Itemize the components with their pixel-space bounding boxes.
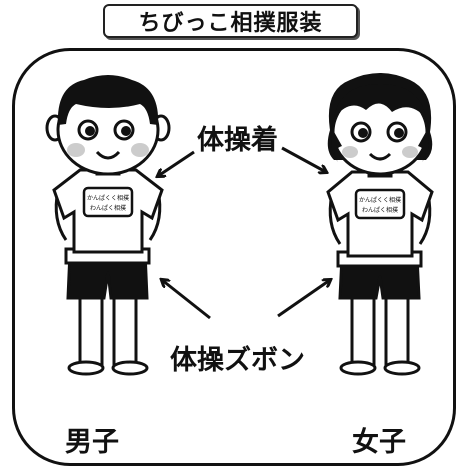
boy-right-leg (112, 288, 138, 370)
page-title: ちびっこ相撲服装 (138, 11, 323, 36)
girl-right-foot (383, 360, 421, 376)
boy-left-leg (78, 288, 104, 370)
girl-left-foot (339, 360, 377, 376)
label-girl: 女子 (352, 427, 406, 458)
girl-mouth (368, 152, 392, 161)
boy-hair (57, 75, 159, 125)
boy-figure: かんぱくく相撲 わんぱく相撲 (45, 75, 171, 376)
girl-left-leg (350, 288, 376, 370)
boy-nametag-line1: かんぱくく相撲 (87, 194, 129, 202)
boy-nametag (82, 186, 134, 218)
arrow-bottom-right (277, 280, 330, 318)
girl-nametag-line2: わんぱく相撲 (362, 206, 398, 214)
girl-left-cheek (342, 146, 358, 158)
title-box: ちびっこ相撲服装 (103, 4, 358, 38)
girl-bangs (334, 84, 426, 118)
girl-nametag-line1: かんぱくく相撲 (359, 196, 401, 204)
arrow-bottom-left (162, 280, 211, 320)
arrow-top-left (158, 150, 195, 176)
boy-nametag-line2: わんぱく相撲 (90, 204, 126, 212)
arrow-top-right (281, 146, 326, 172)
label-boy: 男子 (65, 427, 119, 458)
boy-right-cheek (131, 143, 149, 157)
girl-nametag (354, 188, 406, 220)
label-gym-shorts: 体操ズボン (170, 345, 305, 376)
boy-left-foot (67, 360, 105, 376)
label-gym-shirt: 体操着 (197, 125, 278, 156)
boy-mouth (95, 150, 121, 160)
girl-figure: かんぱくく相撲 わんぱく相撲 (326, 73, 434, 376)
boy-left-cheek (67, 143, 85, 157)
girl-right-leg (384, 288, 410, 370)
girl-right-cheek (402, 146, 418, 158)
boy-right-foot (111, 360, 149, 376)
